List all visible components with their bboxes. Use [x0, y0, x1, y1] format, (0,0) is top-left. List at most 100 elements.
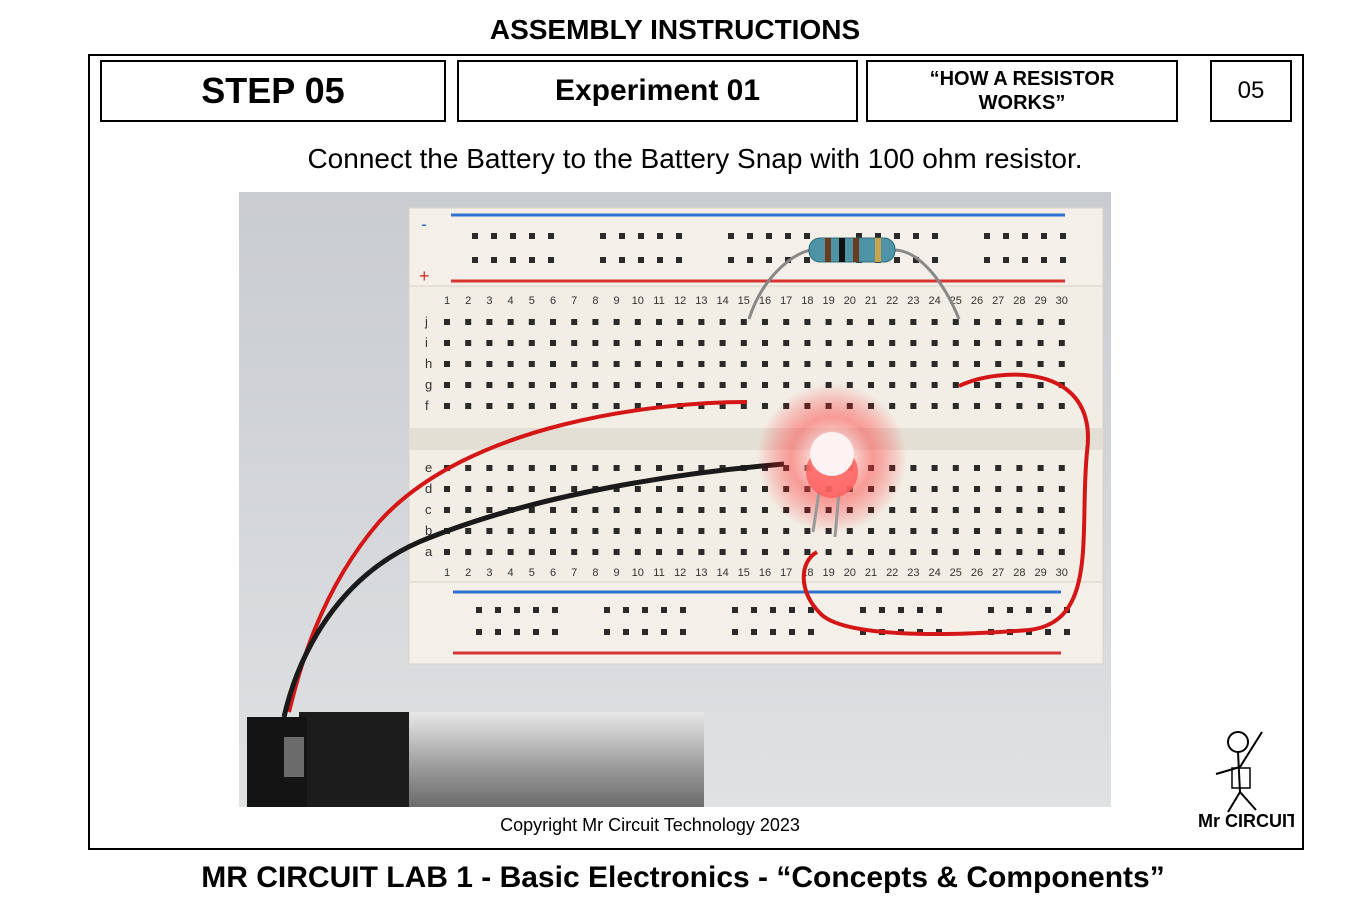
breadboard-hole: [571, 403, 578, 409]
column-number: 2: [465, 567, 471, 579]
breadboard-hole: [804, 528, 811, 534]
breadboard-hole: [762, 528, 768, 534]
breadboard-hole: [571, 465, 578, 471]
breadboard-hole: [1022, 233, 1028, 239]
breadboard-hole: [677, 465, 684, 471]
breadboard-hole: [995, 549, 1002, 555]
breadboard-hole: [1041, 257, 1047, 263]
breadboard-hole: [995, 465, 1002, 471]
breadboard-hole: [600, 233, 606, 239]
breadboard-hole: [550, 507, 556, 513]
breadboard-hole: [910, 361, 917, 367]
breadboard-hole: [486, 382, 493, 388]
breadboard-hole: [868, 382, 874, 388]
breadboard-hole: [719, 340, 726, 346]
breadboard-hole: [486, 507, 493, 513]
breadboard-hole: [634, 382, 641, 388]
column-number: 21: [865, 295, 877, 307]
breadboard-hole: [592, 507, 599, 513]
breadboard-hole: [1037, 486, 1044, 492]
breadboard-hole: [642, 629, 648, 635]
breadboard-hole: [719, 403, 726, 409]
breadboard-hole: [868, 361, 874, 367]
breadboard-hole: [495, 629, 501, 635]
breadboard-hole: [677, 361, 684, 367]
breadboard-hole: [1037, 403, 1044, 409]
breadboard-hole: [804, 257, 810, 263]
breadboard-hole: [656, 507, 662, 513]
breadboard-hole: [974, 507, 980, 513]
breadboard-hole: [661, 607, 667, 613]
breadboard-hole: [868, 319, 874, 325]
breadboard-hole: [740, 549, 747, 555]
breadboard-hole: [889, 382, 896, 388]
page-number: 05: [1210, 60, 1292, 122]
column-number: 8: [592, 295, 598, 307]
breadboard-hole: [642, 607, 648, 613]
breadboard-hole: [783, 361, 790, 367]
breadboard-hole: [762, 382, 768, 388]
breadboard-hole: [661, 629, 667, 635]
breadboard-hole: [889, 340, 896, 346]
column-number: 30: [1056, 295, 1068, 307]
breadboard-hole: [762, 507, 768, 513]
breadboard-hole: [804, 361, 811, 367]
breadboard-hole: [783, 528, 790, 534]
column-number: 15: [738, 567, 750, 579]
breadboard-hole: [910, 403, 917, 409]
breadboard-hole: [1037, 382, 1044, 388]
breadboard-hole: [762, 340, 768, 346]
column-number: 17: [780, 295, 792, 307]
breadboard-hole: [974, 403, 980, 409]
breadboard-hole: [868, 528, 874, 534]
breadboard-hole: [444, 486, 450, 492]
breadboard-hole: [465, 528, 472, 534]
breadboard-hole: [677, 486, 684, 492]
breadboard-hole: [656, 549, 662, 555]
column-number: 23: [907, 567, 919, 579]
breadboard-hole: [510, 233, 516, 239]
breadboard-hole: [656, 465, 662, 471]
row-letter: c: [425, 502, 432, 517]
breadboard-hole: [974, 340, 980, 346]
breadboard-hole: [804, 340, 811, 346]
breadboard-hole: [465, 319, 472, 325]
column-number: 16: [759, 295, 771, 307]
breadboard-hole: [910, 528, 917, 534]
breadboard-hole: [507, 465, 514, 471]
column-number: 20: [844, 295, 856, 307]
breadboard-hole: [634, 403, 641, 409]
breadboard-hole: [931, 403, 938, 409]
topic-label: “HOW A RESISTOR WORKS”: [866, 60, 1178, 122]
breadboard-hole: [533, 629, 539, 635]
breadboard-hole: [952, 549, 959, 555]
breadboard-hole: [604, 629, 610, 635]
breadboard-hole: [804, 382, 811, 388]
column-number: 19: [822, 567, 834, 579]
breadboard-hole: [656, 528, 662, 534]
column-number: 29: [1034, 295, 1046, 307]
breadboard-hole: [550, 403, 556, 409]
breadboard-hole: [680, 629, 686, 635]
breadboard-hole: [1058, 319, 1065, 325]
breadboard-hole: [533, 607, 539, 613]
breadboard-hole: [995, 340, 1002, 346]
breadboard-hole: [514, 607, 520, 613]
column-number: 4: [508, 567, 514, 579]
breadboard-hole: [507, 340, 514, 346]
breadboard-hole: [868, 549, 874, 555]
breadboard-hole: [592, 403, 599, 409]
black-wire: [281, 461, 785, 718]
breadboard-hole: [1041, 233, 1047, 239]
breadboard-hole: [1037, 507, 1044, 513]
breadboard-hole: [740, 361, 747, 367]
breadboard-hole: [444, 340, 450, 346]
breadboard-hole: [698, 528, 705, 534]
breadboard-hole: [698, 340, 705, 346]
breadboard-hole: [634, 486, 641, 492]
breadboard-hole: [1058, 549, 1065, 555]
column-number: 22: [886, 567, 898, 579]
breadboard-hole: [1007, 607, 1013, 613]
breadboard-hole: [740, 319, 747, 325]
column-number: 26: [971, 567, 983, 579]
